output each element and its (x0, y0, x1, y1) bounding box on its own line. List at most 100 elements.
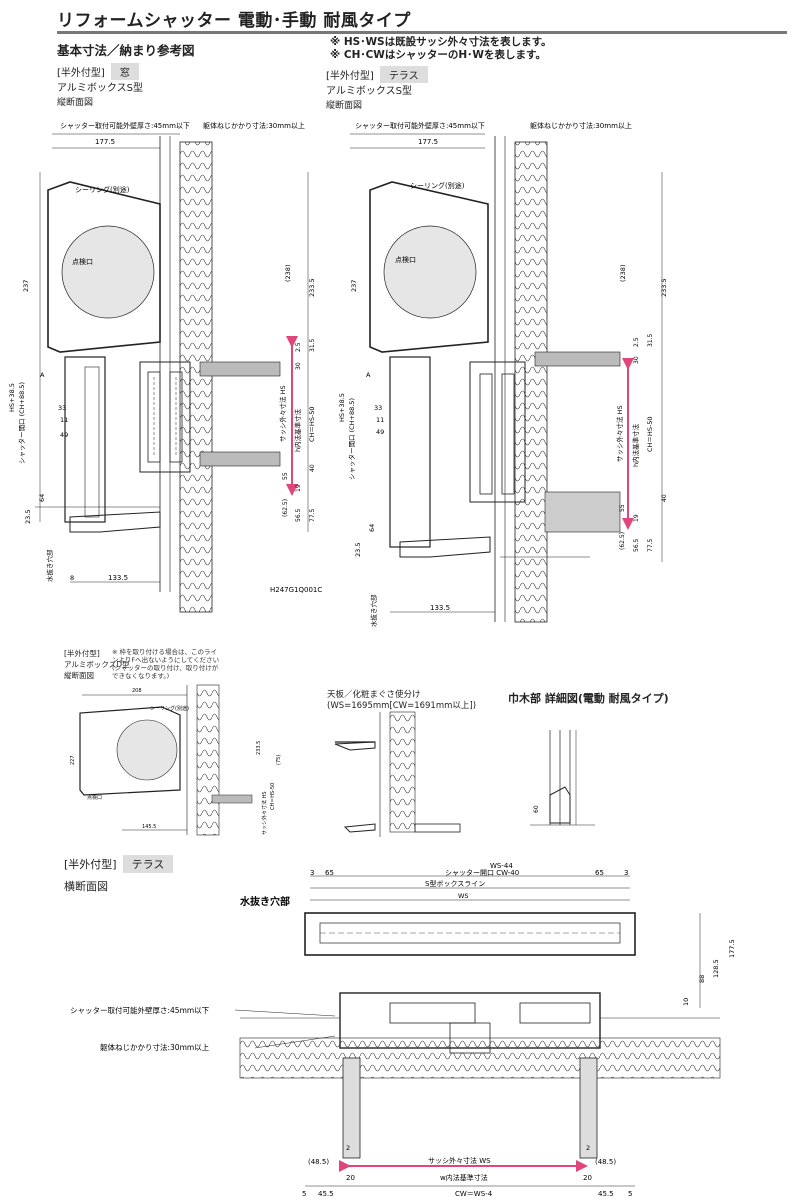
ceiling-drawing (334, 711, 461, 837)
horiz-type-tag: テラス (122, 855, 174, 873)
horiz-dim-2-left: 2 (346, 1144, 350, 1152)
ceiling-title: 天板／化粧まぐさ使分け (WS=1695mm[CW=1691mm以上]) (327, 690, 476, 712)
horiz-dim-ws: WS (458, 892, 469, 900)
terrace-dim-33: 33 (374, 404, 382, 412)
boxd-type-label: [半外付型] (64, 649, 100, 658)
terrace-dim-49: 49 (376, 428, 384, 436)
horiz-dim-1775: 177.5 (728, 939, 736, 958)
boxd-section-drawing: 208 シーリング(別途) 点検口 145.5 227 233.5 CH＝HS-… (70, 684, 282, 836)
horiz-dim-65-right: 65 (595, 869, 604, 877)
ceiling-title-line1: 天板／化粧まぐさ使分け (327, 690, 421, 700)
window-dim-25: 2.5 (295, 342, 302, 352)
window-dim-565: 56.5 (295, 508, 302, 522)
section-title: 基本寸法／納まり参考図 (57, 43, 195, 58)
window-inspect-label: 点検口 (72, 257, 93, 266)
terrace-dim-237: 237 (350, 280, 358, 292)
terrace-type-label: [半外付型]テラス (326, 66, 428, 83)
horiz-type-label: [半外付型] テラス (64, 855, 174, 873)
window-seal-label: シーリング(別途) (75, 185, 130, 194)
window-dim-11: 11 (60, 416, 68, 424)
window-dim-hs385: HS+38.5 (8, 383, 16, 412)
window-code: H247G1Q001C (270, 586, 322, 594)
terrace-insulation (514, 141, 548, 623)
terrace-dim-11: 11 (376, 416, 384, 424)
window-dim-hs: サッシ外々寸法 HS (278, 385, 287, 442)
detail-dim-60: 60 (533, 805, 540, 813)
terrace-dim-238: (238) (619, 265, 627, 282)
terrace-dim-a: A (366, 371, 371, 379)
window-dim-40: 40 (309, 464, 316, 472)
window-top-label-left: シャッター取付可能外壁厚さ:45mm以下 (60, 121, 190, 130)
page-title: リフォームシャッター 電動･手動 耐風タイプ (57, 11, 411, 31)
window-dim-237: 237 (22, 280, 30, 292)
terrace-top-label-right: 躯体ねじかかり寸法:30mm以上 (530, 121, 632, 130)
terrace-dim-55: 55 (619, 504, 626, 512)
boxd-shutter-box (79, 706, 181, 796)
window-shutter-box (47, 181, 161, 353)
horiz-type: [半外付型] (64, 858, 117, 871)
window-dim-ch: CH＝HS-50 (308, 406, 316, 442)
horiz-dim-455-right: 45.5 (598, 1190, 614, 1198)
terrace-dim-775: 77.5 (647, 538, 654, 552)
terrace-dim-top: 177.5 (418, 138, 438, 146)
horiz-dim-5-right: 5 (628, 1190, 632, 1198)
window-type-tag: 窓 (110, 63, 139, 80)
terrace-dim-bottom: 133.5 (430, 604, 450, 612)
window-model: アルミボックスS型 (57, 83, 143, 94)
boxd-inspect-label: 点検口 (87, 794, 102, 801)
terrace-dim-19: 19 (633, 514, 640, 522)
terrace-model: アルミボックスS型 (326, 86, 412, 97)
boxd-dim-ch: CH＝HS-50 (270, 783, 276, 810)
horiz-dim-455-left: 45.5 (318, 1190, 334, 1198)
terrace-dim-235: 23.5 (354, 543, 362, 557)
horiz-dim-5-left: 5 (302, 1190, 306, 1198)
window-section-drawing: シャッター取付可能外壁厚さ:45mm以下 躯体ねじかかり寸法:30mm以上 17… (8, 121, 322, 613)
horiz-dim-3-left: 3 (310, 869, 314, 877)
horiz-shutter-box (304, 912, 636, 956)
ceiling-title-line2: (WS=1695mm[CW=1691mm以上]) (327, 701, 477, 711)
boxd-dim-2335: 233.5 (256, 741, 262, 755)
window-roll-drum (61, 225, 155, 319)
terrace-section-drawing: シャッター取付可能外壁厚さ:45mm以下 躯体ねじかかり寸法:30mm以上 17… (338, 121, 668, 627)
window-dim-open: シャッター開口 (CH+88.5) (17, 382, 26, 464)
horiz-dim-3-right: 3 (624, 869, 628, 877)
terrace-top-label-left: シャッター取付可能外壁厚さ:45mm以下 (355, 121, 485, 130)
window-dim-235: 23.5 (24, 510, 32, 524)
horiz-screw-label: 躯体ねじかかり寸法:30mm以上 (100, 1042, 210, 1052)
window-dim-bottom: 133.5 (108, 574, 128, 582)
terrace-seal-label: シーリング(別途) (410, 181, 465, 190)
terrace-guide-rail (389, 356, 431, 548)
horiz-dim-485-left: (48.5) (308, 1158, 329, 1166)
window-view: 縦断面図 (57, 98, 94, 108)
window-insulation (179, 141, 213, 613)
terrace-dim-open: シャッター開口 (CH+88.5) (347, 398, 356, 480)
terrace-view: 縦断面図 (326, 101, 363, 111)
terrace-dim-2335: 233.5 (660, 278, 668, 297)
boxd-dim-hs: サッシ外々寸法 HS (261, 791, 268, 835)
terrace-shutter-box (369, 181, 489, 353)
window-dim-h: h内法基準寸法 (293, 408, 302, 452)
window-dim-8: 8 (70, 574, 74, 582)
horiz-dim-65-left: 65 (325, 869, 334, 877)
boxd-note: ※ 枠を取り付ける場合は、このラインよりFへ出ないようにしてください(シャッター… (112, 648, 220, 680)
note-hs-ws: ※ HS･WSは既設サッシ外々寸法を表します。 (330, 36, 552, 48)
boxd-view: 縦断面図 (64, 671, 94, 680)
terrace-dim-hs: サッシ外々寸法 HS (615, 405, 624, 462)
horiz-view: 横断面図 (64, 880, 108, 893)
horiz-dim-sash: サッシ外々寸法 WS (428, 1156, 491, 1165)
horiz-dim-485-right: (48.5) (595, 1158, 616, 1166)
terrace-type-tag: テラス (379, 66, 428, 83)
window-dim-33: 33 (58, 404, 66, 412)
horiz-dim-88: 88 (698, 975, 706, 983)
boxd-dim-bottom: 145.5 (142, 824, 156, 830)
terrace-dim-30: 30 (633, 356, 640, 364)
boxd-dim-top: 208 (132, 688, 142, 694)
window-dim-a: A (40, 371, 45, 379)
note-ch-cw: ※ CH･CWはシャッターのH･Wを表します。 (330, 49, 546, 61)
terrace-dim-ch: CH＝HS-50 (646, 416, 654, 452)
window-dim-top: 177.5 (95, 138, 115, 146)
terrace-dim-40: 40 (661, 494, 668, 502)
terrace-dim-625: (62.5) (619, 532, 626, 550)
terrace-dim-h: h内法基準寸法 (631, 423, 640, 467)
boxd-seal-label: シーリング(別途) (150, 705, 189, 712)
